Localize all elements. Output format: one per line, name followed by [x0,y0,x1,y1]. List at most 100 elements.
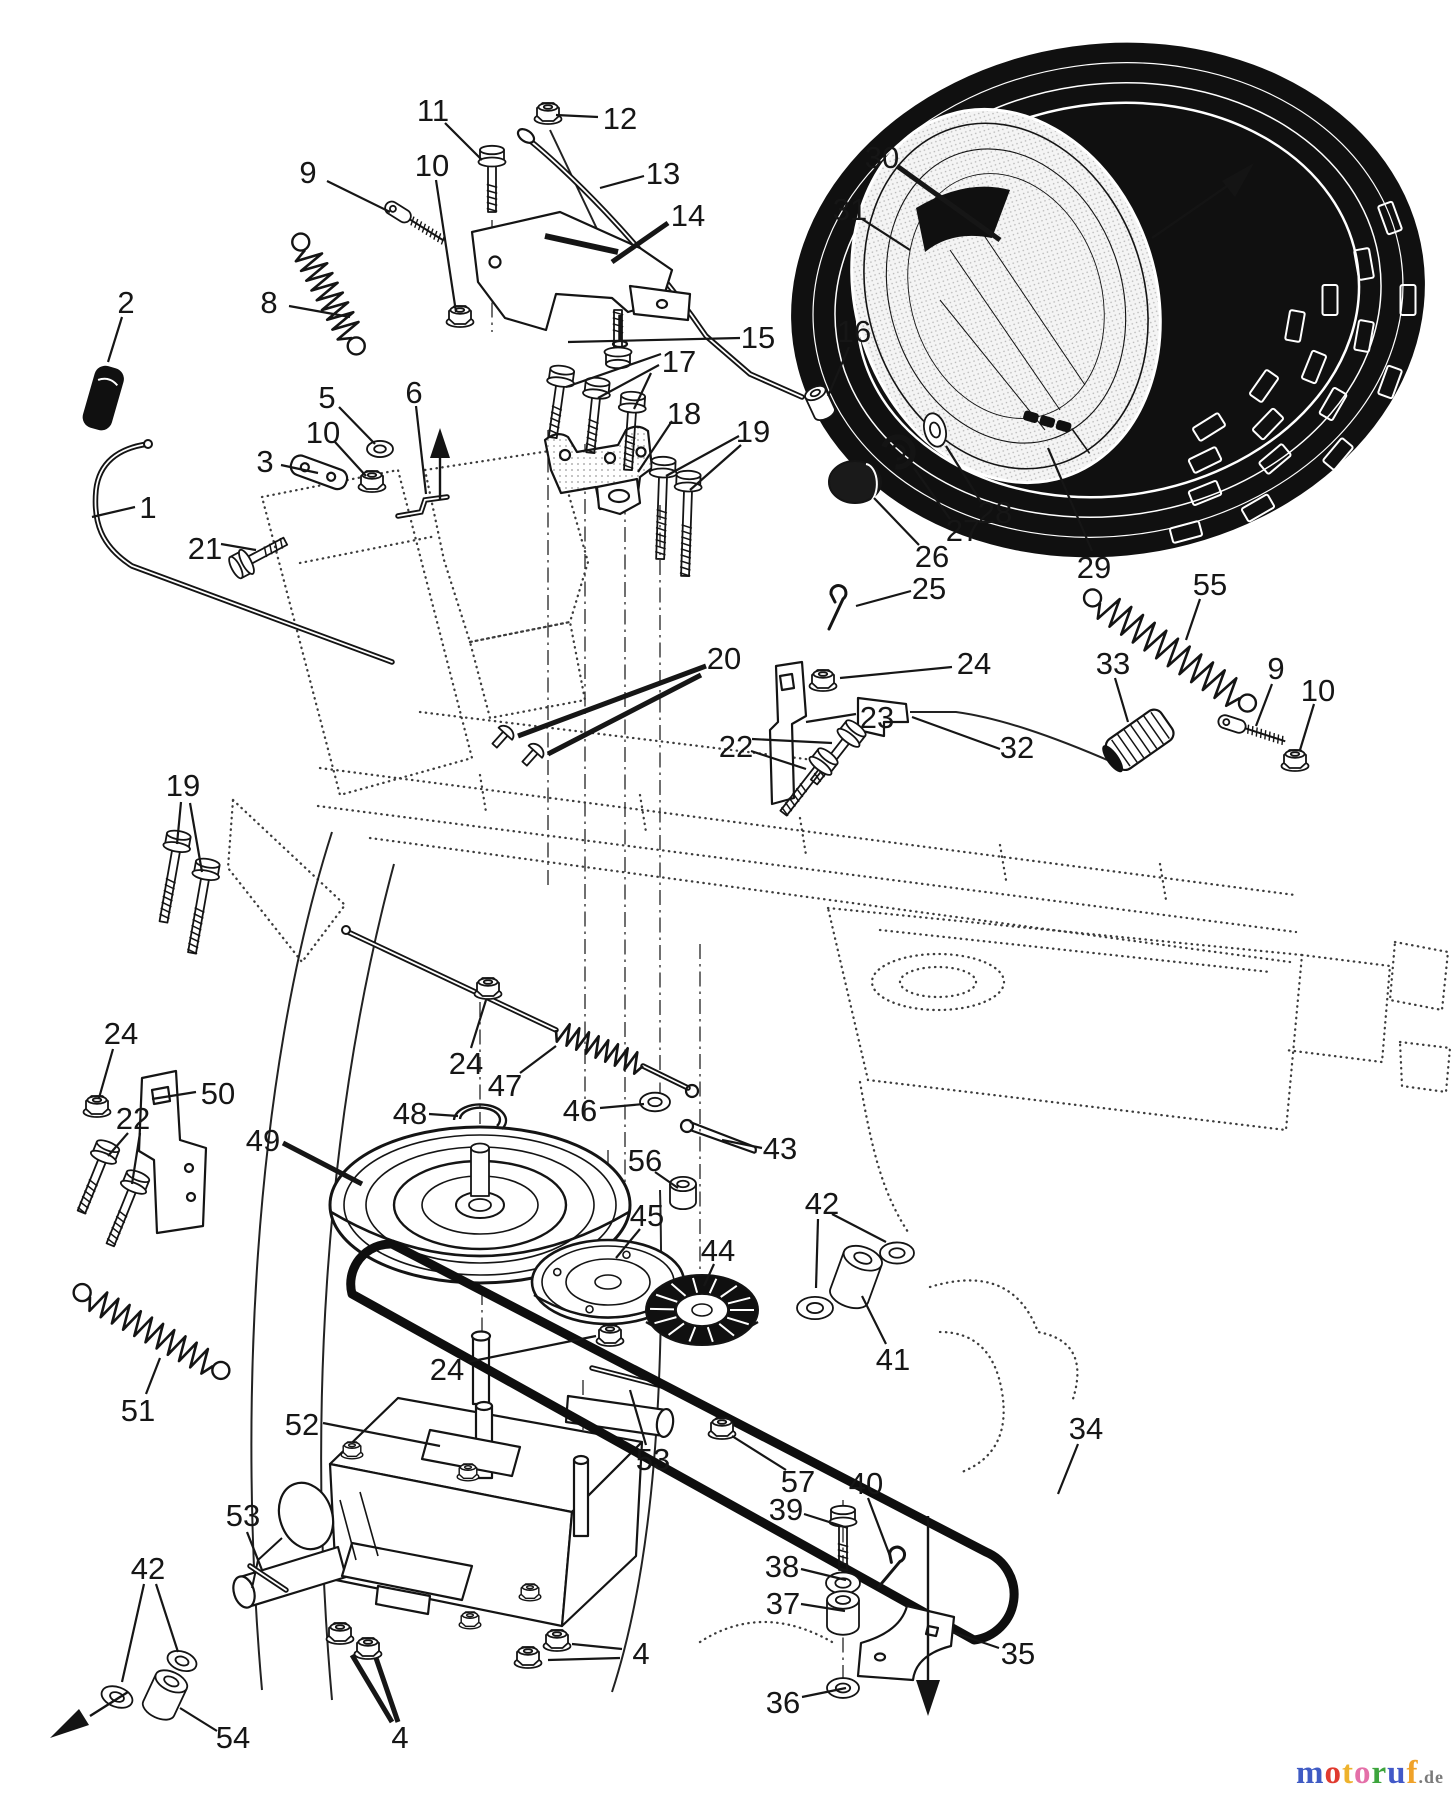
flange-nut [445,305,475,328]
hex-bolt [603,309,633,370]
leader-line [866,1497,892,1557]
callout-45: 45 [630,1198,664,1233]
drive-belt-34 [346,1239,1019,1645]
control-cable [910,711,1113,763]
leader-line [547,1656,621,1662]
callout-1: 1 [139,490,156,525]
leader-line [805,712,857,724]
flange-nut [325,1622,355,1645]
callout-42: 42 [131,1551,165,1586]
callout-47: 47 [488,1068,522,1103]
callout-6: 6 [405,375,422,410]
leader-line [338,406,376,445]
callout-30: 30 [865,140,899,175]
leader-line [97,1048,115,1099]
flange-nut [353,1637,383,1660]
extension-spring [291,232,366,356]
watermark-suffix: .de [1418,1767,1444,1787]
leader-line [322,1421,441,1448]
bracket-18 [543,425,654,516]
callout-43: 43 [763,1131,797,1166]
leader-line [665,435,740,477]
callout-10: 10 [1301,673,1335,708]
leader-line [800,1567,847,1582]
callout-4: 4 [632,1636,649,1671]
leader-line [546,672,703,757]
leader-line [721,1138,763,1150]
watermark-letter: o [1324,1755,1342,1791]
callout-19: 19 [166,768,200,803]
callout-24: 24 [449,1046,483,1081]
hex-bolt [228,536,289,580]
callout-27: 27 [946,513,980,548]
bracket-14 [470,210,692,349]
direction-arrows [50,163,1254,1738]
leader-line [1184,598,1202,641]
leader-line [519,1045,557,1074]
tire-tread-blocks [1169,200,1417,544]
leader-line [702,1263,716,1287]
leader-line [288,304,351,319]
leader-line [245,1531,264,1571]
linkage-parts [82,128,1175,1682]
callout-42: 42 [805,1186,839,1221]
extension-spring [554,1023,644,1075]
leader-line [565,352,662,389]
e-ring [881,434,916,470]
hook-pin [827,584,848,631]
leader-line [855,589,912,608]
callout-21: 21 [188,531,222,566]
extension-spring [1082,588,1258,713]
flange-nut [456,1463,480,1482]
leader-line [873,497,920,546]
leader-line [751,737,833,745]
callout-38: 38 [765,1549,799,1584]
callout-40: 40 [849,1466,883,1501]
watermark-logo[interactable]: motoruf.de [1296,1755,1444,1792]
drive-pulley-49 [328,1125,632,1285]
callout-35: 35 [1001,1636,1035,1671]
cable-link-9 [1217,714,1286,746]
washer [166,1649,198,1673]
callout-3: 3 [256,444,273,479]
hex-bolt [828,1504,858,1572]
carriage-bolt [521,742,545,767]
callout-8: 8 [260,285,277,320]
pulley-stack [328,1125,759,1346]
leader-line [839,665,953,680]
hex-bolt [477,144,507,213]
washer [366,440,394,458]
leader-line [281,1140,364,1187]
callout-41: 41 [876,1342,910,1377]
leader-line [434,179,458,313]
callout-12: 12 [603,101,637,136]
flange-nut [1280,749,1310,772]
callout-29: 29 [1077,550,1111,585]
callout-37: 37 [766,1586,800,1621]
callout-17: 17 [662,344,696,379]
leader-line [1056,1443,1080,1495]
callout-46: 46 [563,1093,597,1128]
v-idler-pulley-44 [645,1274,759,1346]
callout-15: 15 [741,320,775,355]
flange-nut [473,977,503,1000]
callout-14: 14 [671,198,705,233]
leader-line [1113,677,1130,723]
flange-nut [707,1417,737,1440]
leader-line [615,1228,641,1259]
grip-knob-2 [82,365,124,431]
flange-nut [533,102,563,125]
leader-line [467,1334,597,1364]
leader-line [861,218,911,251]
callout-25: 25 [912,571,946,606]
leader-line [428,1112,459,1118]
callout-18: 18 [667,396,701,431]
flange-nut [513,1646,543,1669]
flange-nut [542,1629,572,1652]
leader-line [106,316,124,363]
spacer-bushing [826,1590,860,1636]
leader-line [599,174,645,190]
hook-pin [877,1545,907,1589]
flange-nut [518,1583,542,1602]
